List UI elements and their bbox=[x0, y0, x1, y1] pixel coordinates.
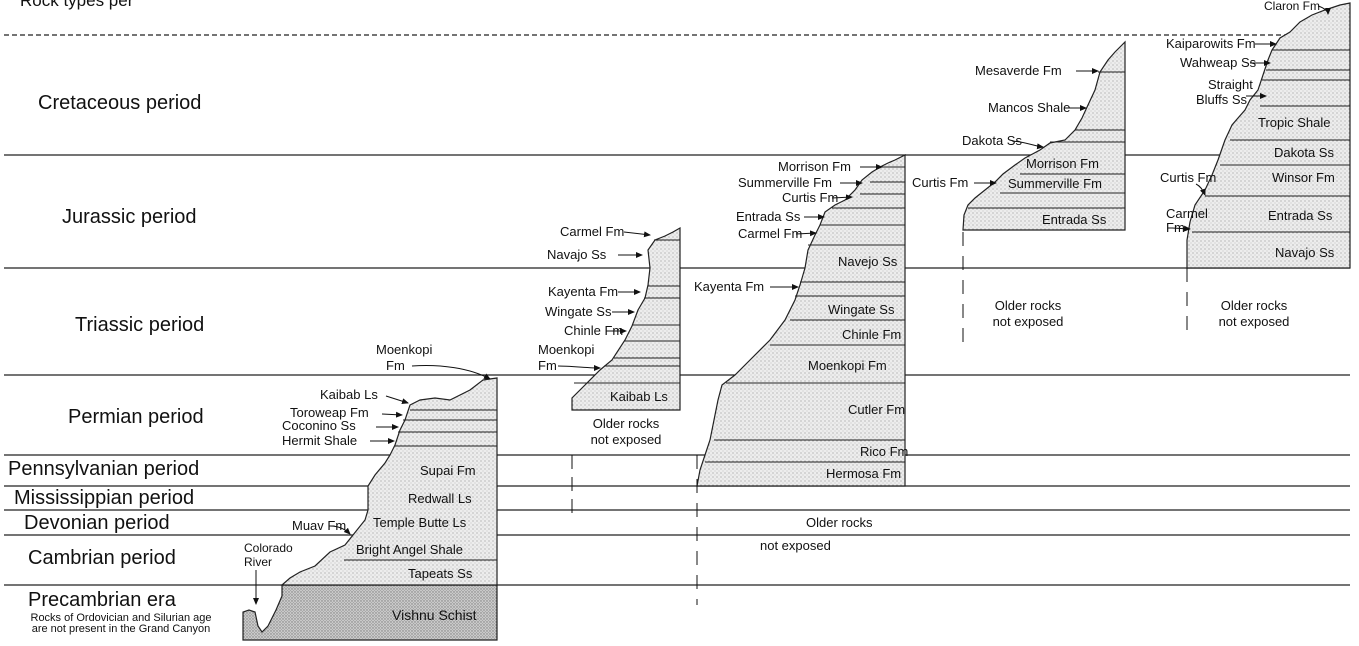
moab-callout-kayenta: Kayenta Fm bbox=[694, 279, 764, 294]
mesaverde-note-2: not exposed bbox=[993, 314, 1064, 329]
bryce-label-tropic: Tropic Shale bbox=[1258, 115, 1331, 130]
zion-arrow-moenkopi bbox=[558, 366, 600, 368]
column-mesaverde: Morrison Fm Summerville Fm Entrada Ss Me… bbox=[912, 42, 1125, 345]
gc-arrow-kaibab bbox=[386, 396, 408, 403]
gc-callout-coconino: Coconino Ss bbox=[282, 418, 356, 433]
bryce-label-dakota: Dakota Ss bbox=[1274, 145, 1334, 160]
bryce-callout-bluffs: Bluffs Ss bbox=[1196, 92, 1248, 107]
bryce-label-winsor: Winsor Fm bbox=[1272, 170, 1335, 185]
gc-callout-kaibab: Kaibab Ls bbox=[320, 387, 378, 402]
gc-arrow-toroweap bbox=[382, 414, 402, 415]
bryce-label-navajo: Navajo Ss bbox=[1275, 245, 1335, 260]
bryce-callout-claron: Claron Fm bbox=[1264, 0, 1320, 13]
zion-callout-navajo: Navajo Ss bbox=[547, 247, 607, 262]
gc-callout-colorado: Colorado bbox=[244, 541, 293, 555]
moab-callout-curtis: Curtis Fm bbox=[782, 190, 838, 205]
grand-canyon-label-bright-angel: Bright Angel Shale bbox=[356, 542, 463, 557]
gc-arrow-moenkopi bbox=[412, 366, 490, 379]
bryce-callout-carmel: Carmel bbox=[1166, 206, 1208, 221]
mesaverde-note-1: Older rocks bbox=[995, 298, 1062, 313]
column-moab: Navejo Ss Wingate Ss Chinle Fm Moenkopi … bbox=[694, 155, 908, 605]
mesaverde-label-morrison: Morrison Fm bbox=[1026, 156, 1099, 171]
zion-callout-wingate: Wingate Ss bbox=[545, 304, 612, 319]
bryce-note-1: Older rocks bbox=[1221, 298, 1288, 313]
moab-callout-summerville: Summerville Fm bbox=[738, 175, 832, 190]
bryce-callout-carmel-fm: Fm bbox=[1166, 220, 1185, 235]
zion-callout-moenkopi-fm: Fm bbox=[538, 358, 557, 373]
moab-callout-carmel: Carmel Fm bbox=[738, 226, 802, 241]
gc-callout-river: River bbox=[244, 555, 272, 569]
period-label-pennsylvanian: Pennsylvanian period bbox=[8, 458, 199, 481]
period-label-permian: Permian period bbox=[68, 406, 204, 429]
period-label-precambrian: Precambrian era bbox=[28, 589, 176, 612]
period-label-mississippian: Mississippian period bbox=[14, 487, 194, 510]
moab-callout-entrada: Entrada Ss bbox=[736, 209, 801, 224]
period-label-devonian: Devonian period bbox=[24, 512, 170, 535]
period-label-jurassic: Jurassic period bbox=[62, 206, 197, 229]
mesaverde-callout-curtis: Curtis Fm bbox=[912, 175, 968, 190]
moab-label-chinle: Chinle Fm bbox=[842, 327, 901, 342]
header-fragment: Rock types per bbox=[20, 0, 134, 10]
grand-canyon-label-tapeats: Tapeats Ss bbox=[408, 566, 473, 581]
mesaverde-label-entrada: Entrada Ss bbox=[1042, 212, 1107, 227]
mesaverde-callout-mancos: Mancos Shale bbox=[988, 100, 1070, 115]
zion-callout-kayenta: Kayenta Fm bbox=[548, 284, 618, 299]
zion-callout-moenkopi: Moenkopi bbox=[538, 342, 594, 357]
bryce-note-2: not exposed bbox=[1219, 314, 1290, 329]
zion-arrow-carmel bbox=[624, 232, 650, 235]
period-label-cretaceous: Cretaceous period bbox=[38, 92, 201, 115]
moab-callout-morrison: Morrison Fm bbox=[778, 159, 851, 174]
moab-label-wingate: Wingate Ss bbox=[828, 302, 895, 317]
grand-canyon-label-redwall: Redwall Ls bbox=[408, 491, 472, 506]
bryce-label-entrada: Entrada Ss bbox=[1268, 208, 1333, 223]
grand-canyon-label-supai: Supai Fm bbox=[420, 463, 476, 478]
mesaverde-callout-dakota: Dakota Ss bbox=[962, 133, 1022, 148]
gc-callout-moenkopi-fm: Fm bbox=[386, 358, 405, 373]
footnote-line-2: are not present in the Grand Canyon bbox=[4, 624, 238, 635]
mesaverde-callout-mesaverde: Mesaverde Fm bbox=[975, 63, 1062, 78]
bryce-callout-straight: Straight bbox=[1208, 77, 1253, 92]
gc-callout-moenkopi: Moenkopi bbox=[376, 342, 432, 357]
period-label-triassic: Triassic period bbox=[75, 314, 204, 337]
zion-note-1: Older rocks bbox=[593, 416, 660, 431]
period-label-cambrian: Cambrian period bbox=[28, 547, 176, 570]
bryce-callout-kaiparowits: Kaiparowits Fm bbox=[1166, 36, 1256, 51]
moab-note-1: Older rocks bbox=[806, 515, 873, 530]
bryce-callout-curtis: Curtis Fm bbox=[1160, 170, 1216, 185]
gc-callout-muav: Muav Fm bbox=[292, 518, 346, 533]
column-bryce: Tropic Shale Dakota Ss Winsor Fm Entrada… bbox=[1160, 0, 1350, 340]
moab-label-navejo: Navejo Ss bbox=[838, 254, 898, 269]
bryce-callout-wahweap: Wahweap Ss bbox=[1180, 55, 1257, 70]
moab-label-rico: Rico Fm bbox=[860, 444, 908, 459]
column-grand-canyon: Supai Fm Redwall Ls Temple Butte Ls Brig… bbox=[243, 342, 497, 640]
moab-label-moenkopi: Moenkopi Fm bbox=[808, 358, 887, 373]
zion-note-2: not exposed bbox=[591, 432, 662, 447]
grand-canyon-label-temple-butte: Temple Butte Ls bbox=[373, 515, 467, 530]
zion-label-kaibab: Kaibab Ls bbox=[610, 389, 668, 404]
gc-callout-hermit: Hermit Shale bbox=[282, 433, 357, 448]
moab-label-cutler: Cutler Fm bbox=[848, 402, 905, 417]
moab-label-hermosa: Hermosa Fm bbox=[826, 466, 901, 481]
moab-note-2: not exposed bbox=[760, 538, 831, 553]
grand-canyon-label-vishnu: Vishnu Schist bbox=[392, 607, 477, 623]
zion-callout-carmel: Carmel Fm bbox=[560, 224, 624, 239]
mesaverde-label-summerville: Summerville Fm bbox=[1008, 176, 1102, 191]
